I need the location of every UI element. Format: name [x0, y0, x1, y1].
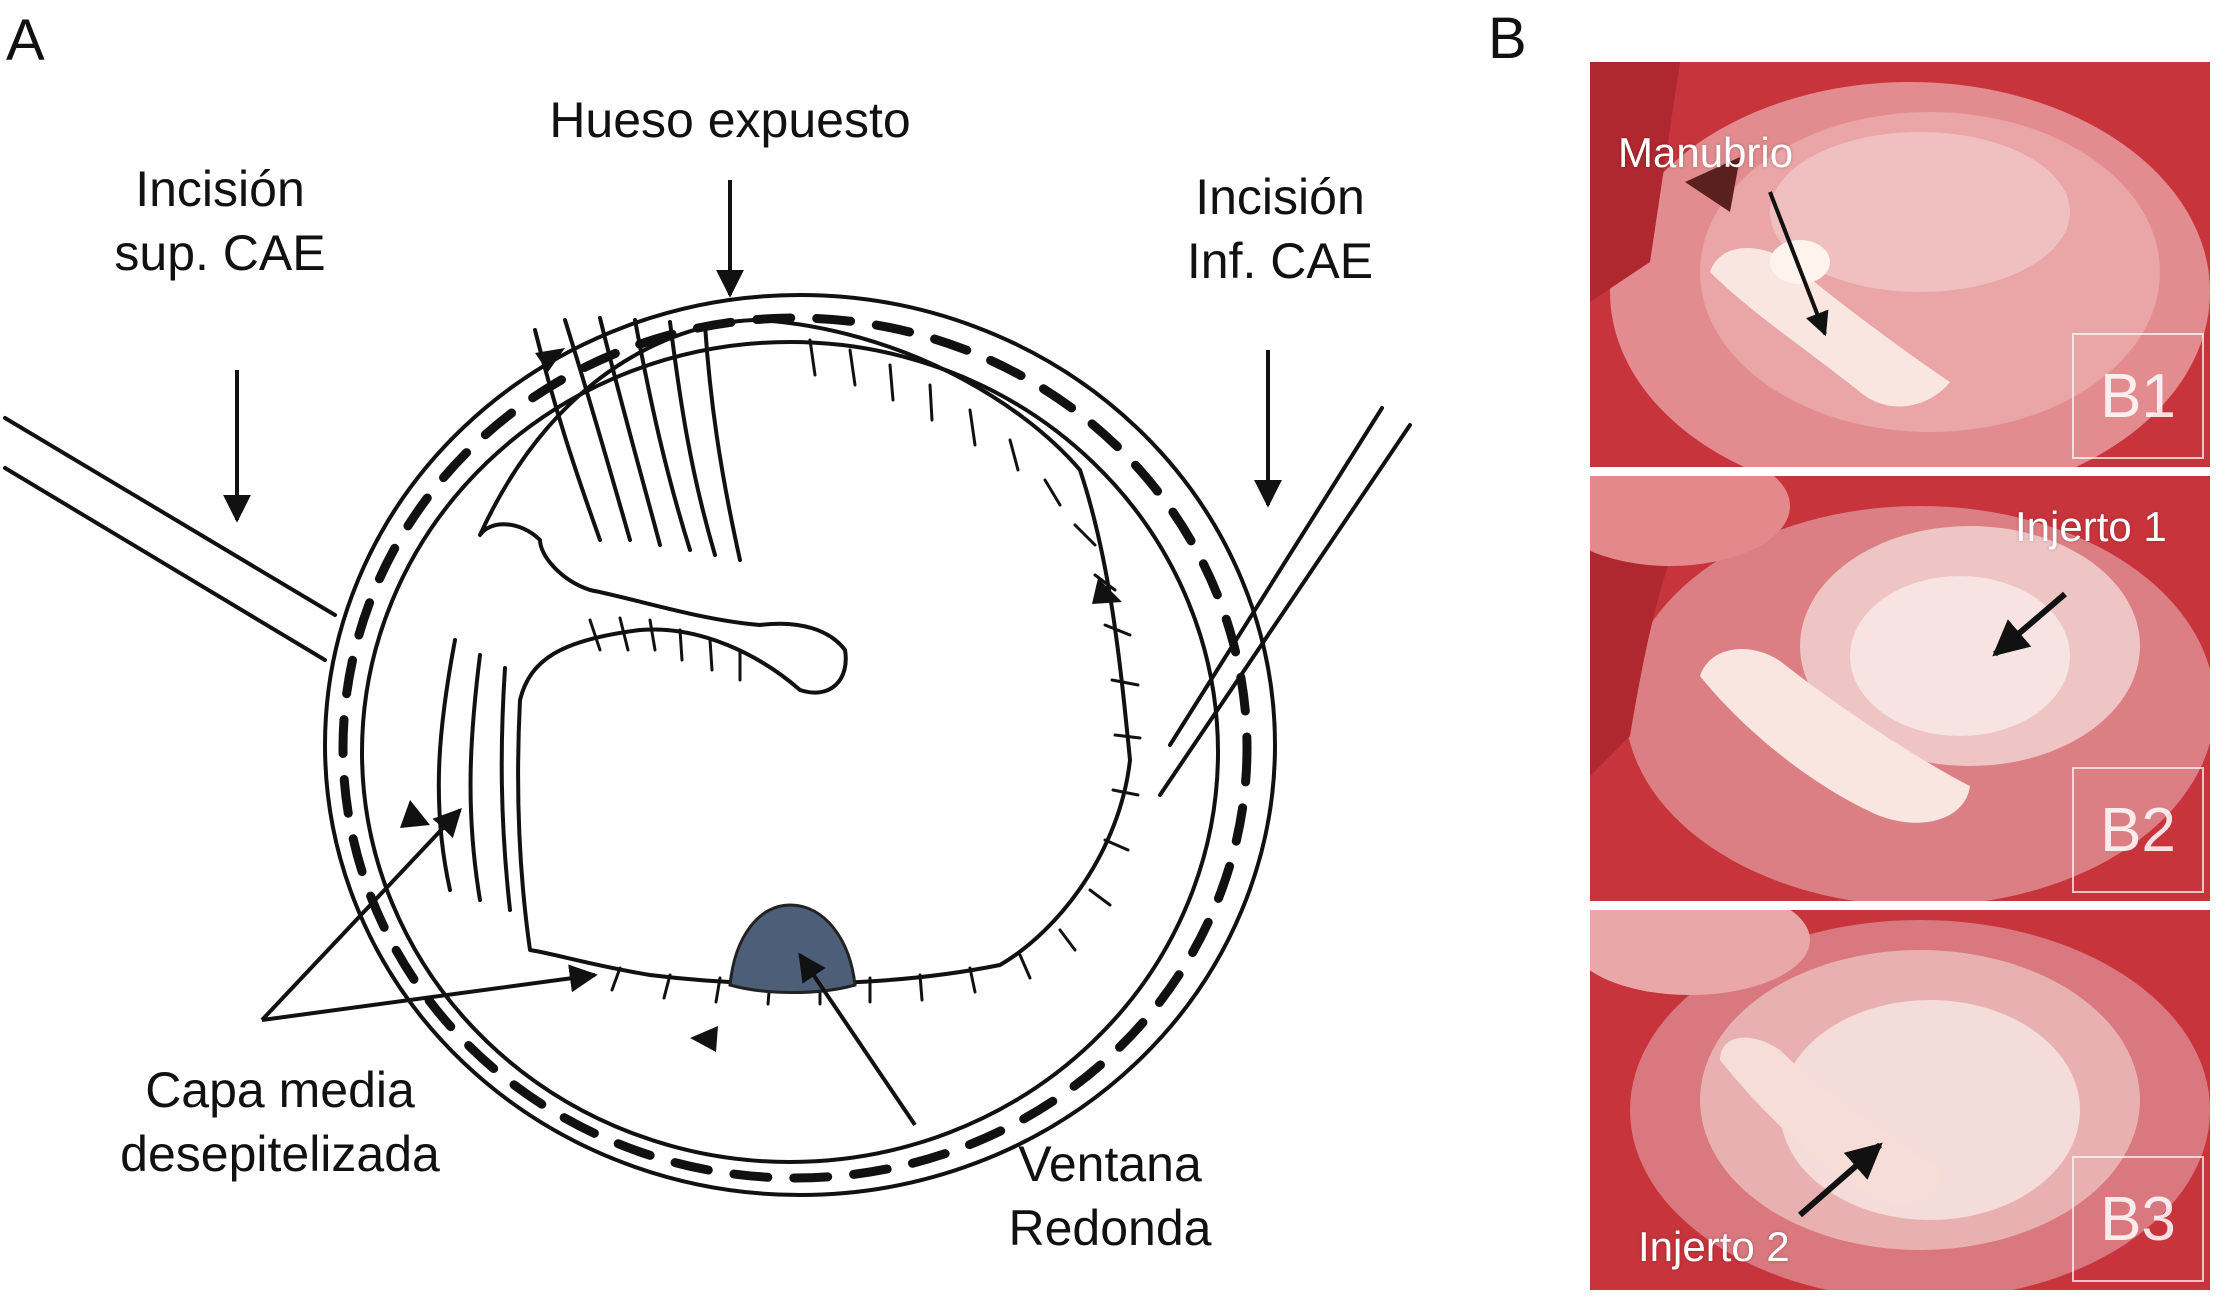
label-incision-inf: Incisión Inf. CAE [1186, 169, 1374, 289]
photo-b3: Injerto 2 B3 [1590, 910, 2210, 1290]
canal-wall-right-inner [1158, 423, 1412, 797]
arrow-manubrio [1768, 191, 1829, 337]
photo-b3-label: Injerto 2 [1638, 1223, 1790, 1270]
arrow-capa-media-1 [260, 807, 462, 1022]
arrow-ventana [798, 952, 917, 1127]
photo-b2-label: Injerto 1 [2015, 503, 2167, 550]
dashed-flap-path [338, 313, 1252, 1183]
canal-wall-right-outer [1168, 406, 1384, 747]
tympanic-diagram [3, 180, 1412, 1197]
photo-b3-tag: B3 [2072, 1156, 2204, 1282]
arrow-capa-media-2 [261, 964, 598, 1022]
label-incision-sup: Incisión sup. CAE [114, 161, 326, 281]
photo-b2: Injerto 1 B2 [1590, 476, 2210, 901]
panel-a-letter: A [6, 8, 45, 73]
label-ventana-redonda: Ventana Redonda [1008, 1136, 1212, 1256]
panel-b-letter: B [1488, 6, 1527, 71]
photo-b1-label: Manubrio [1618, 129, 1794, 176]
label-capa-media: Capa media desepitelizada [120, 1062, 440, 1182]
arrow-injerto-2 [1798, 1142, 1883, 1218]
round-window [728, 903, 857, 994]
canal-wall-left-inner [3, 466, 327, 662]
malleus-outline [478, 318, 1132, 986]
photo-b1: Manubrio B1 [1590, 62, 2210, 467]
annulus-outer-ring [323, 293, 1277, 1197]
photo-b1-tag: B1 [2072, 333, 2204, 459]
arrow-injerto-1 [1992, 591, 2067, 657]
photo-b2-tag: B2 [2072, 767, 2204, 893]
canal-wall-left-outer [3, 416, 337, 617]
annulus-inner-ring [360, 340, 1220, 1164]
label-hueso-expuesto: Hueso expuesto [549, 92, 911, 148]
